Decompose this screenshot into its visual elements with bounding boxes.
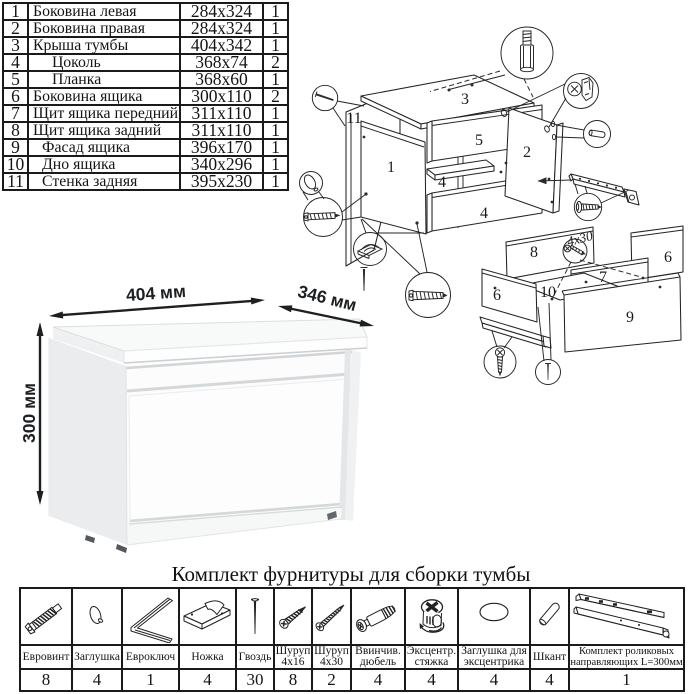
svg-text:1: 1 xyxy=(387,159,395,176)
svg-text:9: 9 xyxy=(626,309,634,326)
svg-text:4: 4 xyxy=(480,205,488,222)
svg-text:10: 10 xyxy=(540,284,556,301)
svg-text:4: 4 xyxy=(438,174,446,191)
svg-text:7: 7 xyxy=(599,269,607,286)
svg-text:4х30: 4х30 xyxy=(565,228,594,249)
svg-text:404 мм: 404 мм xyxy=(125,281,186,305)
svg-text:11: 11 xyxy=(346,110,361,127)
svg-text:3: 3 xyxy=(461,91,469,108)
svg-text:6: 6 xyxy=(493,287,501,304)
svg-text:6: 6 xyxy=(664,249,672,266)
svg-text:300 мм: 300 мм xyxy=(19,383,39,443)
svg-text:2: 2 xyxy=(523,144,531,161)
svg-text:5: 5 xyxy=(475,132,483,149)
svg-text:8: 8 xyxy=(530,244,538,261)
svg-text:346 мм: 346 мм xyxy=(296,281,359,315)
